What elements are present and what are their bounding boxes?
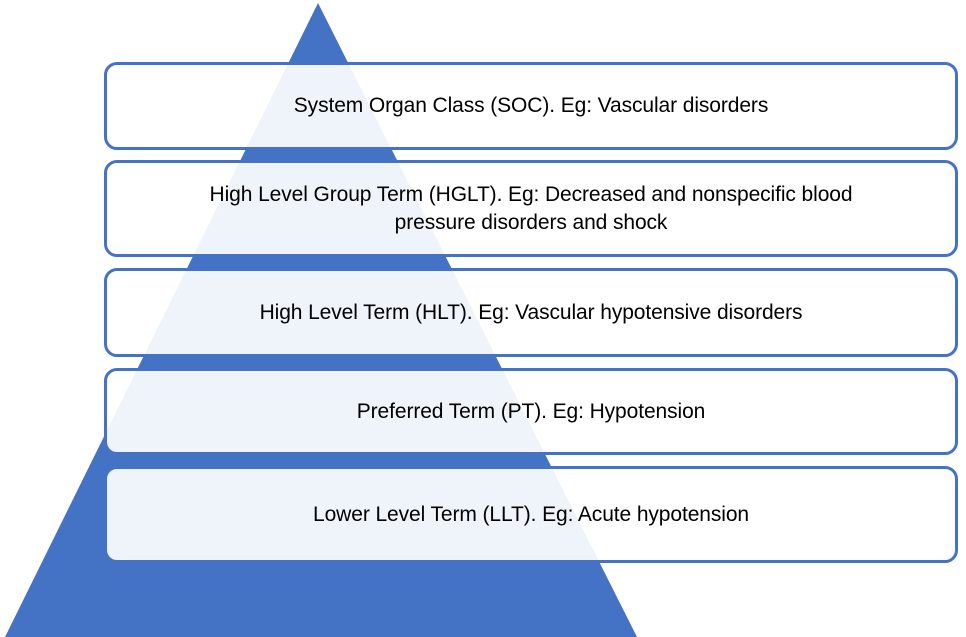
level-box-hlt[interactable]: High Level Term (HLT). Eg: Vascular hypo… [104,268,958,357]
level-label-hglt: High Level Group Term (HGLT). Eg: Decrea… [209,182,853,234]
level-box-pt[interactable]: Preferred Term (PT). Eg: Hypotension [104,368,958,455]
level-box-llt[interactable]: Lower Level Term (LLT). Eg: Acute hypote… [104,466,958,563]
level-label-llt: Lower Level Term (LLT). Eg: Acute hypote… [313,502,749,526]
level-label-pt: Preferred Term (PT). Eg: Hypotension [356,399,706,423]
level-box-hglt[interactable]: High Level Group Term (HGLT). Eg: Decrea… [104,160,958,257]
level-box-soc[interactable]: System Organ Class (SOC). Eg: Vascular d… [104,62,958,150]
level-label-hlt: High Level Term (HLT). Eg: Vascular hypo… [259,300,803,324]
level-label-soc: System Organ Class (SOC). Eg: Vascular d… [293,94,769,118]
